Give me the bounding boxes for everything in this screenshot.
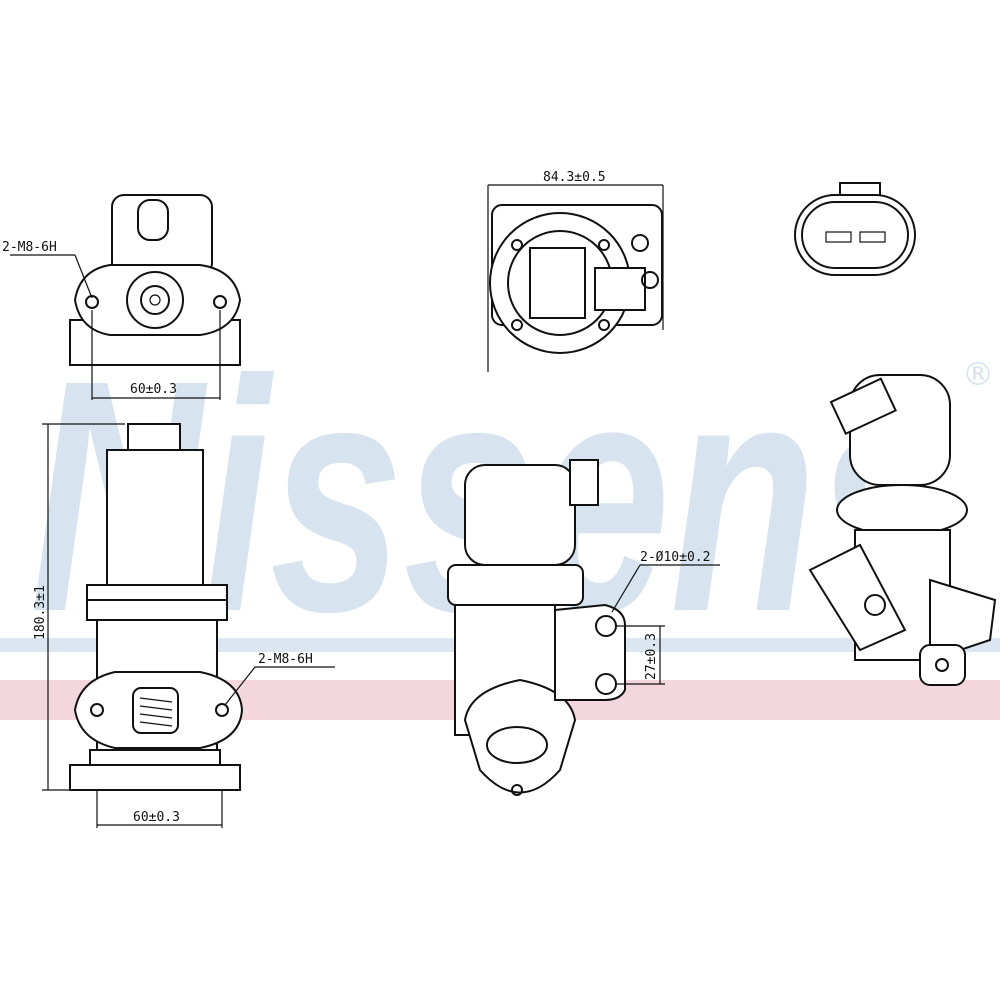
side-view: 27±0.3 2-Ø10±0.2	[447, 459, 720, 796]
connector-width-label: 84.3±0.5	[543, 170, 606, 185]
top-view: 2-M8-6H 60±0.3	[2, 194, 242, 400]
registered-mark: ®	[962, 355, 994, 393]
height-label: 180.3±1	[33, 585, 48, 640]
side-top-view: 84.3±0.5	[487, 170, 664, 372]
bottom-thread-label: 2-M8-6H	[258, 652, 313, 667]
isometric-view	[808, 374, 997, 686]
top-thread-label: 2-M8-6H	[2, 240, 57, 255]
holes-label: 2-Ø10±0.2	[640, 550, 710, 565]
bottom-width-label: 60±0.3	[133, 810, 180, 825]
hole-spacing-label: 27±0.3	[644, 633, 659, 680]
connector-face-view	[794, 182, 916, 276]
front-view: 180.3±1 60±0.3 2-M8-6H	[33, 423, 335, 828]
top-width-label: 60±0.3	[130, 382, 177, 397]
